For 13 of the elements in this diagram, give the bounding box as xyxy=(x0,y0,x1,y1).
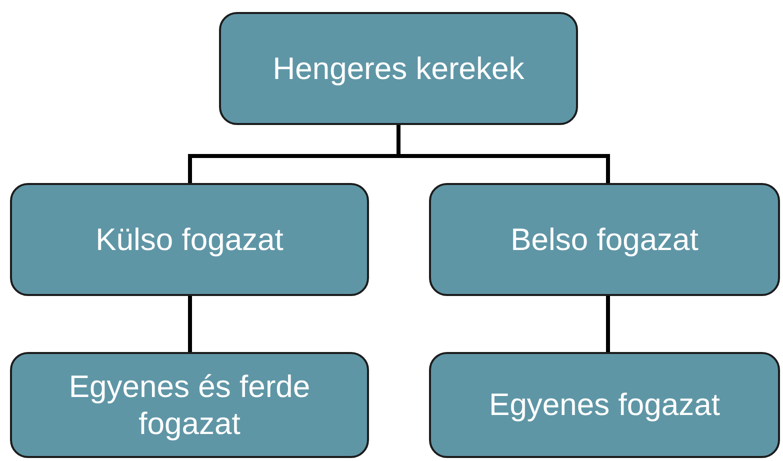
process-box xyxy=(429,352,780,458)
box-label: Egyenes és ferde fogazat xyxy=(68,368,312,442)
process-box xyxy=(219,12,578,125)
box-label: Egyenes fogazat xyxy=(488,386,721,424)
connector-line xyxy=(188,296,192,352)
box-label: Hengeres kerekek xyxy=(272,50,526,88)
box-label: Belso fogazat xyxy=(510,220,700,258)
box-label: Külso fogazat xyxy=(94,220,284,258)
connector-line xyxy=(606,296,610,352)
process-box xyxy=(429,183,780,296)
process-box xyxy=(10,352,369,458)
process-box xyxy=(10,183,369,296)
connector-line xyxy=(396,125,610,183)
